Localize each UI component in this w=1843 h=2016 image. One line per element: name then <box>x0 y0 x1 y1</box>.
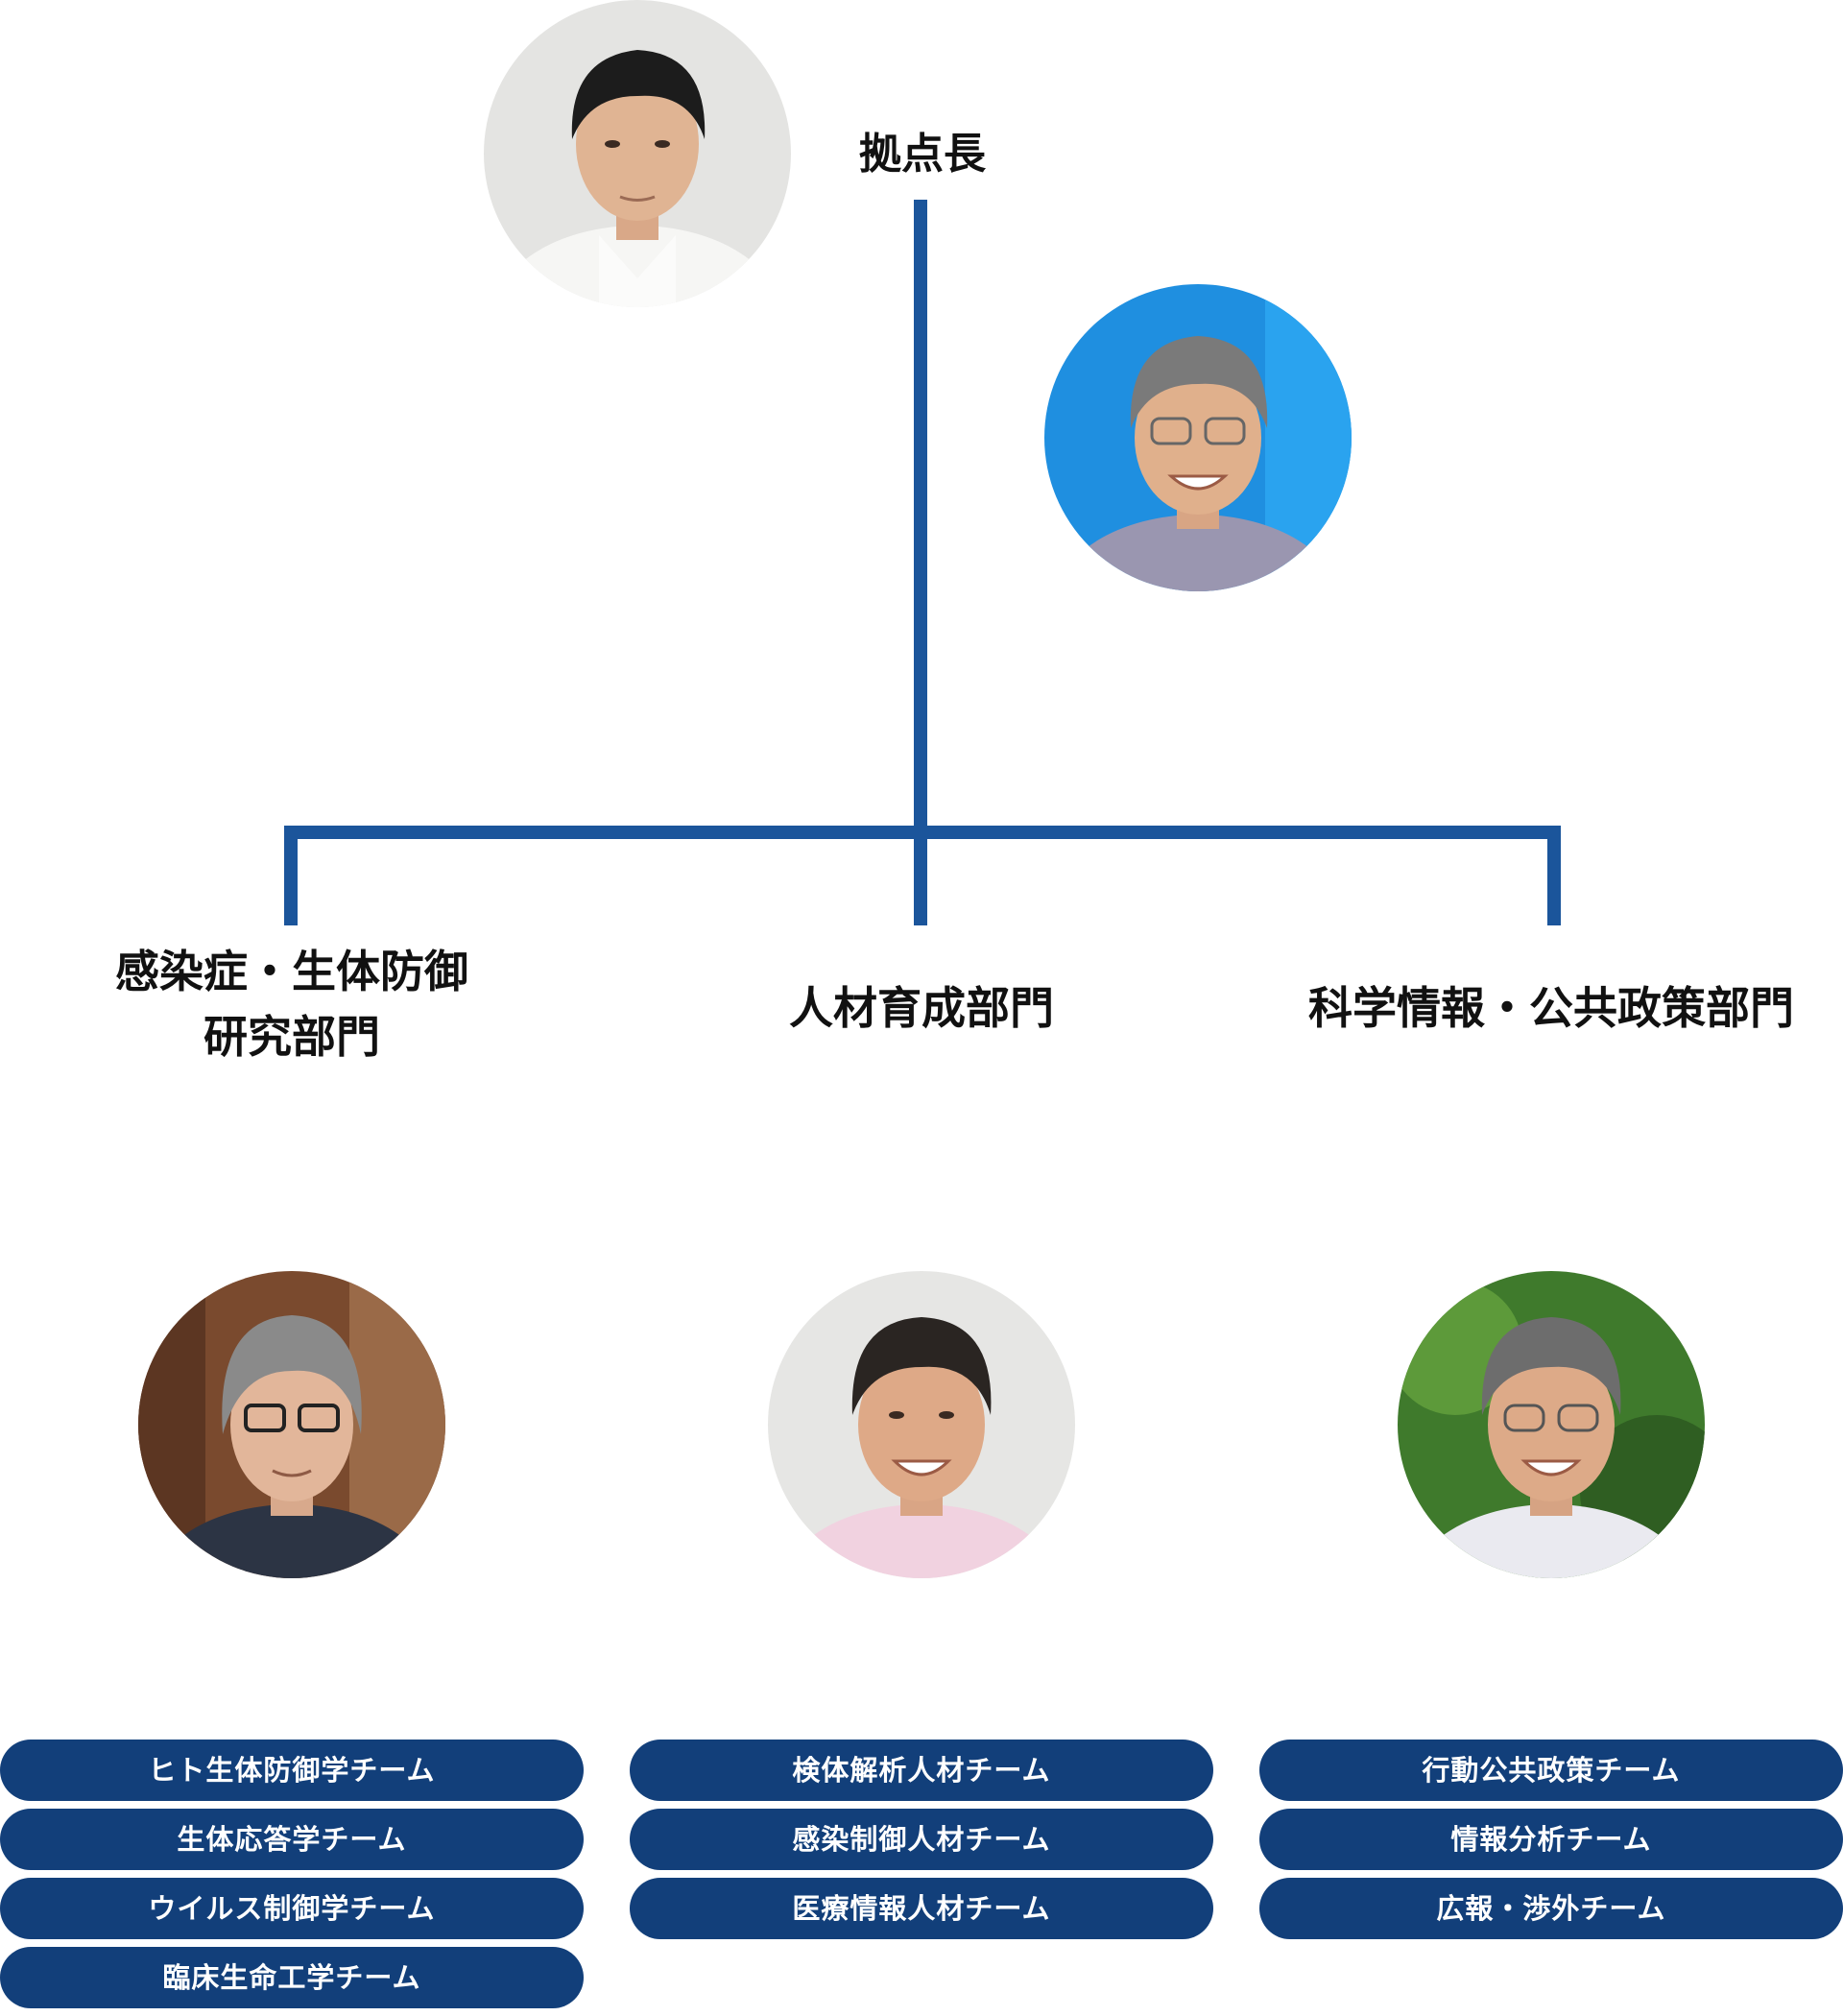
team-button[interactable]: 医療情報人材チーム <box>630 1878 1213 1939</box>
director-portrait-icon <box>484 0 791 307</box>
department-name-line: 研究部門 <box>203 1011 380 1063</box>
connector-horizontal <box>284 826 1561 839</box>
team-button[interactable]: 情報分析チーム <box>1259 1809 1843 1870</box>
team-list-infection: ヒト生体防御学チーム 生体応答学チーム ウイルス制御学チーム 臨床生命工学チーム <box>0 1740 584 2016</box>
department-head-avatar-hr <box>768 1271 1075 1578</box>
connector-trunk <box>914 200 927 925</box>
team-button[interactable]: 検体解析人材チーム <box>630 1740 1213 1801</box>
team-button[interactable]: ヒト生体防御学チーム <box>0 1740 584 1801</box>
department-name-hr: 人材育成部門 <box>614 975 1229 1041</box>
department-head-portrait-icon <box>1398 1271 1705 1578</box>
team-button[interactable]: 生体応答学チーム <box>0 1809 584 1870</box>
connector-right-drop <box>1547 826 1561 925</box>
department-head-portrait-icon <box>768 1271 1075 1578</box>
team-button[interactable]: 広報・渉外チーム <box>1259 1878 1843 1939</box>
team-button[interactable]: 感染制御人材チーム <box>630 1809 1213 1870</box>
department-head-portrait-icon <box>138 1271 445 1578</box>
department-name-policy: 科学情報・公共政策部門 <box>1244 975 1843 1041</box>
department-head-avatar-infection <box>138 1271 445 1578</box>
team-button[interactable]: 臨床生命工学チーム <box>0 1947 584 2008</box>
team-list-hr: 検体解析人材チーム 感染制御人材チーム 医療情報人材チーム <box>630 1740 1213 1947</box>
deputy-avatar <box>1044 284 1352 591</box>
department-name-line: 人材育成部門 <box>789 982 1054 1034</box>
director-avatar <box>484 0 791 307</box>
director-title: 拠点長 <box>859 130 986 179</box>
team-list-policy: 行動公共政策チーム 情報分析チーム 広報・渉外チーム <box>1259 1740 1843 1947</box>
team-button[interactable]: 行動公共政策チーム <box>1259 1740 1843 1801</box>
deputy-portrait-icon <box>1044 284 1352 591</box>
team-button[interactable]: ウイルス制御学チーム <box>0 1878 584 1939</box>
department-name-line: 感染症・生体防御 <box>115 946 468 997</box>
department-head-avatar-policy <box>1398 1271 1705 1578</box>
department-name-line: 科学情報・公共政策部門 <box>1308 982 1794 1034</box>
department-name-infection: 感染症・生体防御 研究部門 <box>0 939 599 1069</box>
connector-left-drop <box>284 826 298 925</box>
